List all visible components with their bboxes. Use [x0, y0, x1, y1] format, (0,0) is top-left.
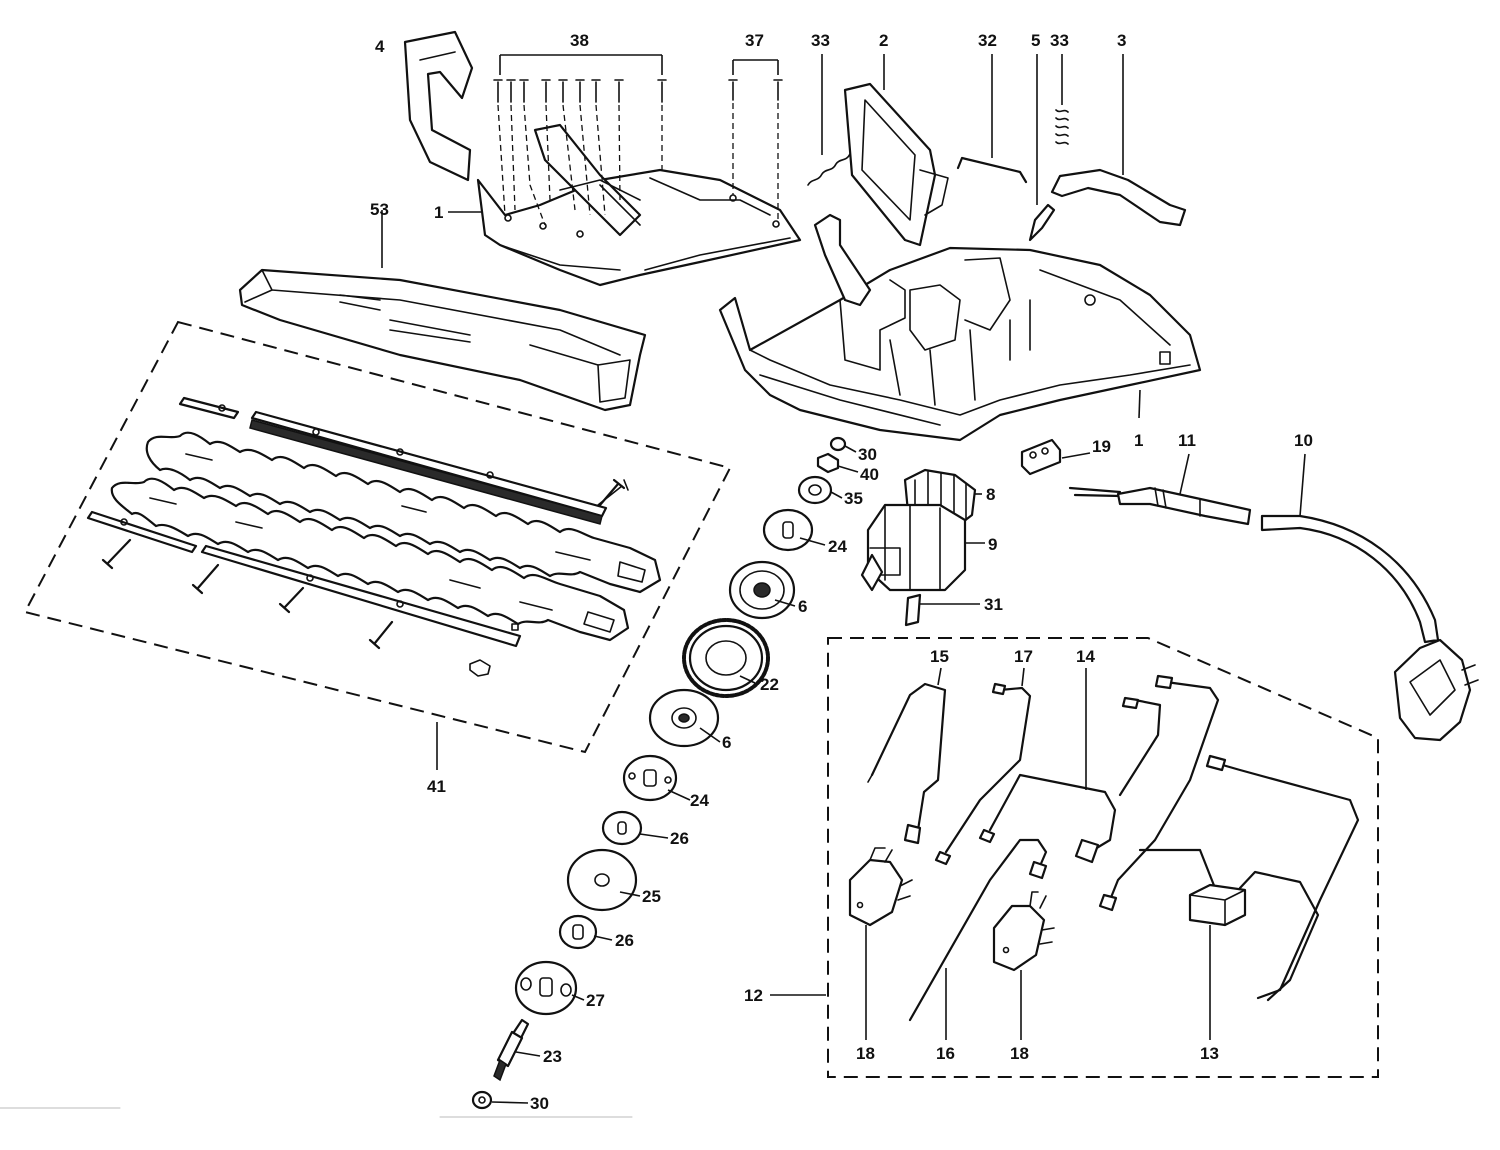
bearing-part-6-bottom [648, 688, 720, 748]
label-37: 37 [745, 31, 764, 50]
gear-part-22 [682, 618, 770, 698]
upper-cutter-blade [145, 431, 662, 594]
label-38: 38 [570, 31, 589, 50]
label-30-top: 30 [858, 445, 877, 464]
shim-part-31 [904, 593, 922, 627]
washer-part-35 [797, 475, 833, 505]
label-10: 10 [1294, 431, 1313, 450]
bearing-part-6-top [728, 560, 796, 620]
switch-part-18-left [848, 847, 913, 927]
wiring-kit-boundary-part-12 [827, 637, 1379, 1078]
label-41: 41 [427, 777, 446, 796]
label-53: 53 [370, 200, 389, 219]
label-18-left: 18 [856, 1044, 875, 1063]
label-5: 5 [1031, 31, 1040, 50]
suppressor-part-13 [1188, 883, 1247, 927]
label-23: 23 [543, 1047, 562, 1066]
label-6-bottom: 6 [722, 733, 731, 752]
label-33-right: 33 [1050, 31, 1069, 50]
plate-part-27 [514, 960, 578, 1016]
plate-part-24-bottom [622, 754, 678, 802]
wire-part-13-lead [1098, 674, 1360, 1002]
label-15: 15 [930, 647, 949, 666]
label-33-left: 33 [811, 31, 830, 50]
part-labels: 38 37 33 2 32 5 33 3 4 1 53 1 30 40 35 1… [370, 31, 1313, 1113]
trigger-bar-part-3 [1050, 168, 1187, 227]
rod-part-32 [956, 156, 1028, 184]
label-30-bottom: 30 [530, 1094, 549, 1113]
motor-stator-part-9 [860, 503, 967, 592]
handle-grip-part-4 [403, 30, 474, 182]
label-40: 40 [860, 465, 879, 484]
washer-part-26-top [601, 810, 643, 846]
nut-part-40 [816, 452, 840, 474]
cord-anchor-part-11 [1068, 486, 1252, 526]
label-12: 12 [744, 986, 763, 1005]
scan-artifacts [0, 1107, 633, 1118]
label-11: 11 [1178, 431, 1196, 450]
lower-housing-part-1 [718, 213, 1202, 442]
lower-cutter-blade [110, 477, 630, 642]
label-25: 25 [642, 887, 661, 906]
plate-part-24-top [762, 508, 814, 552]
screws-part-38 [493, 54, 667, 226]
leader-lines [381, 54, 1306, 1104]
disc-part-25 [566, 848, 638, 912]
label-14: 14 [1076, 647, 1095, 666]
label-4: 4 [375, 37, 385, 56]
spring-part-33-right [1055, 109, 1069, 145]
wire-part-15 [867, 682, 947, 845]
label-24-top: 24 [828, 537, 847, 556]
label-19: 19 [1092, 437, 1111, 456]
blade-top-strip [178, 396, 629, 525]
label-9: 9 [988, 535, 997, 554]
terminal-block-part-19 [1020, 438, 1062, 476]
label-13: 13 [1200, 1044, 1219, 1063]
label-26-bottom: 26 [615, 931, 634, 950]
nut-part-30-top [829, 436, 847, 452]
screws-part-37 [728, 59, 783, 222]
wire-part-16 [908, 838, 1048, 1022]
label-18-right: 18 [1010, 1044, 1029, 1063]
blade-guard-part-53 [238, 268, 647, 412]
power-cord-part-10 [1260, 514, 1479, 742]
label-24-bottom: 24 [690, 791, 709, 810]
upper-housing-part-1 [476, 123, 802, 287]
label-32: 32 [978, 31, 997, 50]
nut-part-30-bottom [471, 1090, 493, 1110]
wire-part-14 [978, 696, 1162, 864]
label-6-top: 6 [798, 597, 807, 616]
label-2: 2 [879, 31, 888, 50]
label-16: 16 [936, 1044, 955, 1063]
spring-part-33-left [807, 153, 851, 186]
latch-part-5 [1028, 203, 1056, 242]
label-27: 27 [586, 991, 605, 1010]
blade-assembly-boundary-part-41 [23, 320, 732, 754]
label-1-lower: 1 [1134, 431, 1143, 450]
lower-bar-strips [86, 510, 522, 648]
pin-part-23 [493, 1018, 530, 1082]
label-8: 8 [986, 485, 995, 504]
switch-part-18-right [992, 891, 1055, 972]
blade-bolts [101, 478, 626, 677]
label-26-top: 26 [670, 829, 689, 848]
label-17: 17 [1014, 647, 1033, 666]
label-1-upper: 1 [434, 203, 443, 222]
frame-part-2 [843, 82, 949, 247]
label-3: 3 [1117, 31, 1126, 50]
washer-part-26-bottom [558, 914, 598, 950]
label-35: 35 [844, 489, 863, 508]
wire-part-17 [934, 682, 1032, 866]
label-22: 22 [760, 675, 779, 694]
label-31: 31 [984, 595, 1003, 614]
